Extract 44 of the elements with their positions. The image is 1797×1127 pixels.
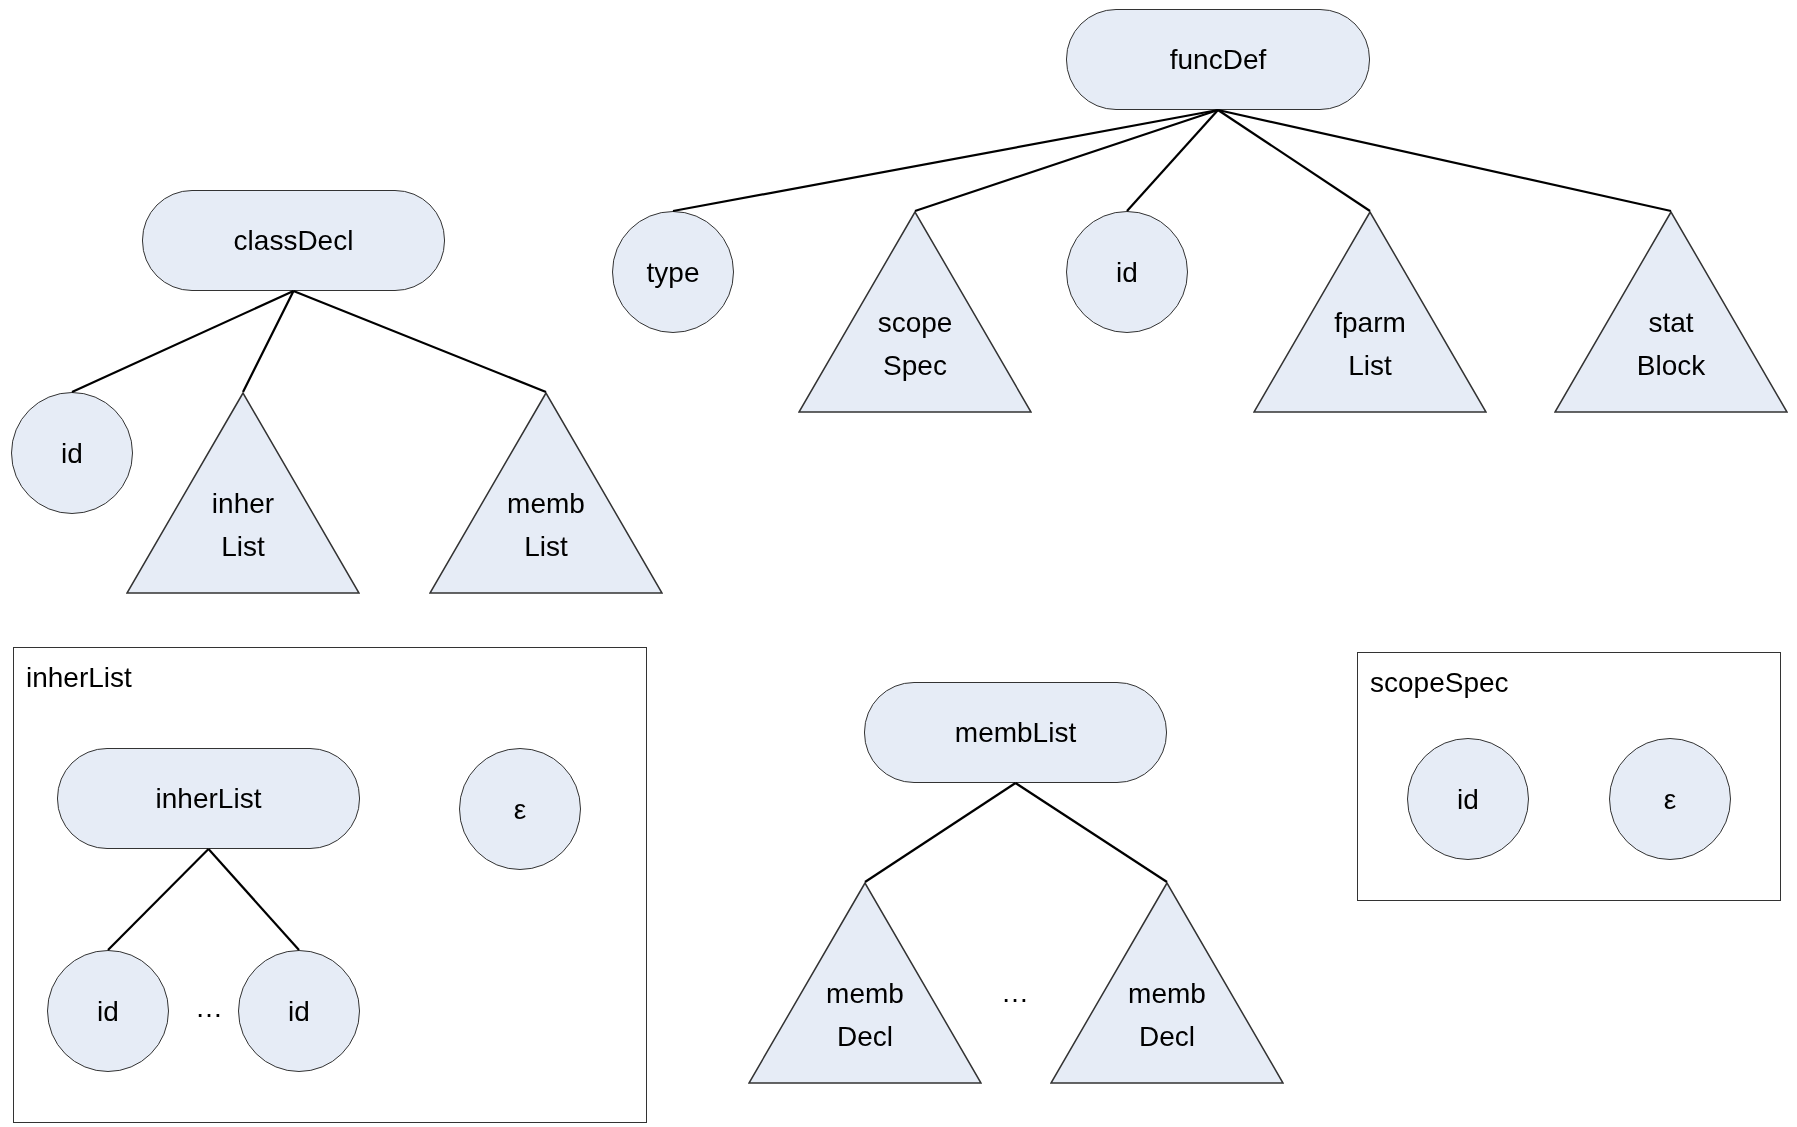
tree-edge (207, 848, 300, 951)
tree-edge (71, 290, 294, 393)
node-label: id (1457, 782, 1479, 817)
node-label: type (646, 255, 700, 290)
ellipsis-text: … (195, 991, 223, 1025)
node-label: membList (954, 716, 1077, 750)
tree-edge (242, 290, 295, 393)
node-label: inher List (210, 487, 276, 564)
node-label: inherList (155, 782, 262, 816)
ellipsis-text: … (1001, 976, 1029, 1010)
group-frame (1357, 652, 1781, 901)
node-label: id (1116, 255, 1138, 290)
node-label: id (61, 436, 83, 471)
triangle-node (798, 211, 1032, 413)
node-label: id (97, 994, 119, 1029)
triangle-node (126, 392, 360, 594)
triangle-node (748, 882, 982, 1084)
tree-edge (1217, 109, 1371, 212)
tree-edge (1126, 109, 1219, 212)
triangle-node (1050, 882, 1284, 1084)
node-label: memb List (506, 487, 586, 564)
tree-edge (914, 108, 1219, 213)
node-label: inherList (26, 661, 132, 695)
node-label: memb Decl (825, 977, 905, 1054)
node-label: ε (1663, 782, 1677, 817)
group-frame (13, 647, 647, 1123)
tree-edge (672, 108, 1219, 213)
tree-edge (107, 848, 210, 951)
node-label: classDecl (233, 224, 354, 258)
tree-edge (1014, 782, 1168, 883)
tree-edge (1217, 108, 1672, 213)
node-label: memb Decl (1127, 977, 1207, 1054)
node-label: scope Spec (876, 306, 954, 383)
node-label: ε (513, 792, 527, 827)
node-label: funcDef (1169, 43, 1267, 77)
triangle-node (429, 392, 663, 594)
node-label: fparm List (1333, 306, 1407, 383)
tree-edge (864, 782, 1017, 883)
triangle-node (1554, 211, 1788, 413)
triangle-node (1253, 211, 1487, 413)
node-label: id (288, 994, 310, 1029)
node-label: stat Block (1635, 306, 1707, 383)
tree-edge (293, 289, 547, 394)
node-label: scopeSpec (1370, 666, 1509, 700)
